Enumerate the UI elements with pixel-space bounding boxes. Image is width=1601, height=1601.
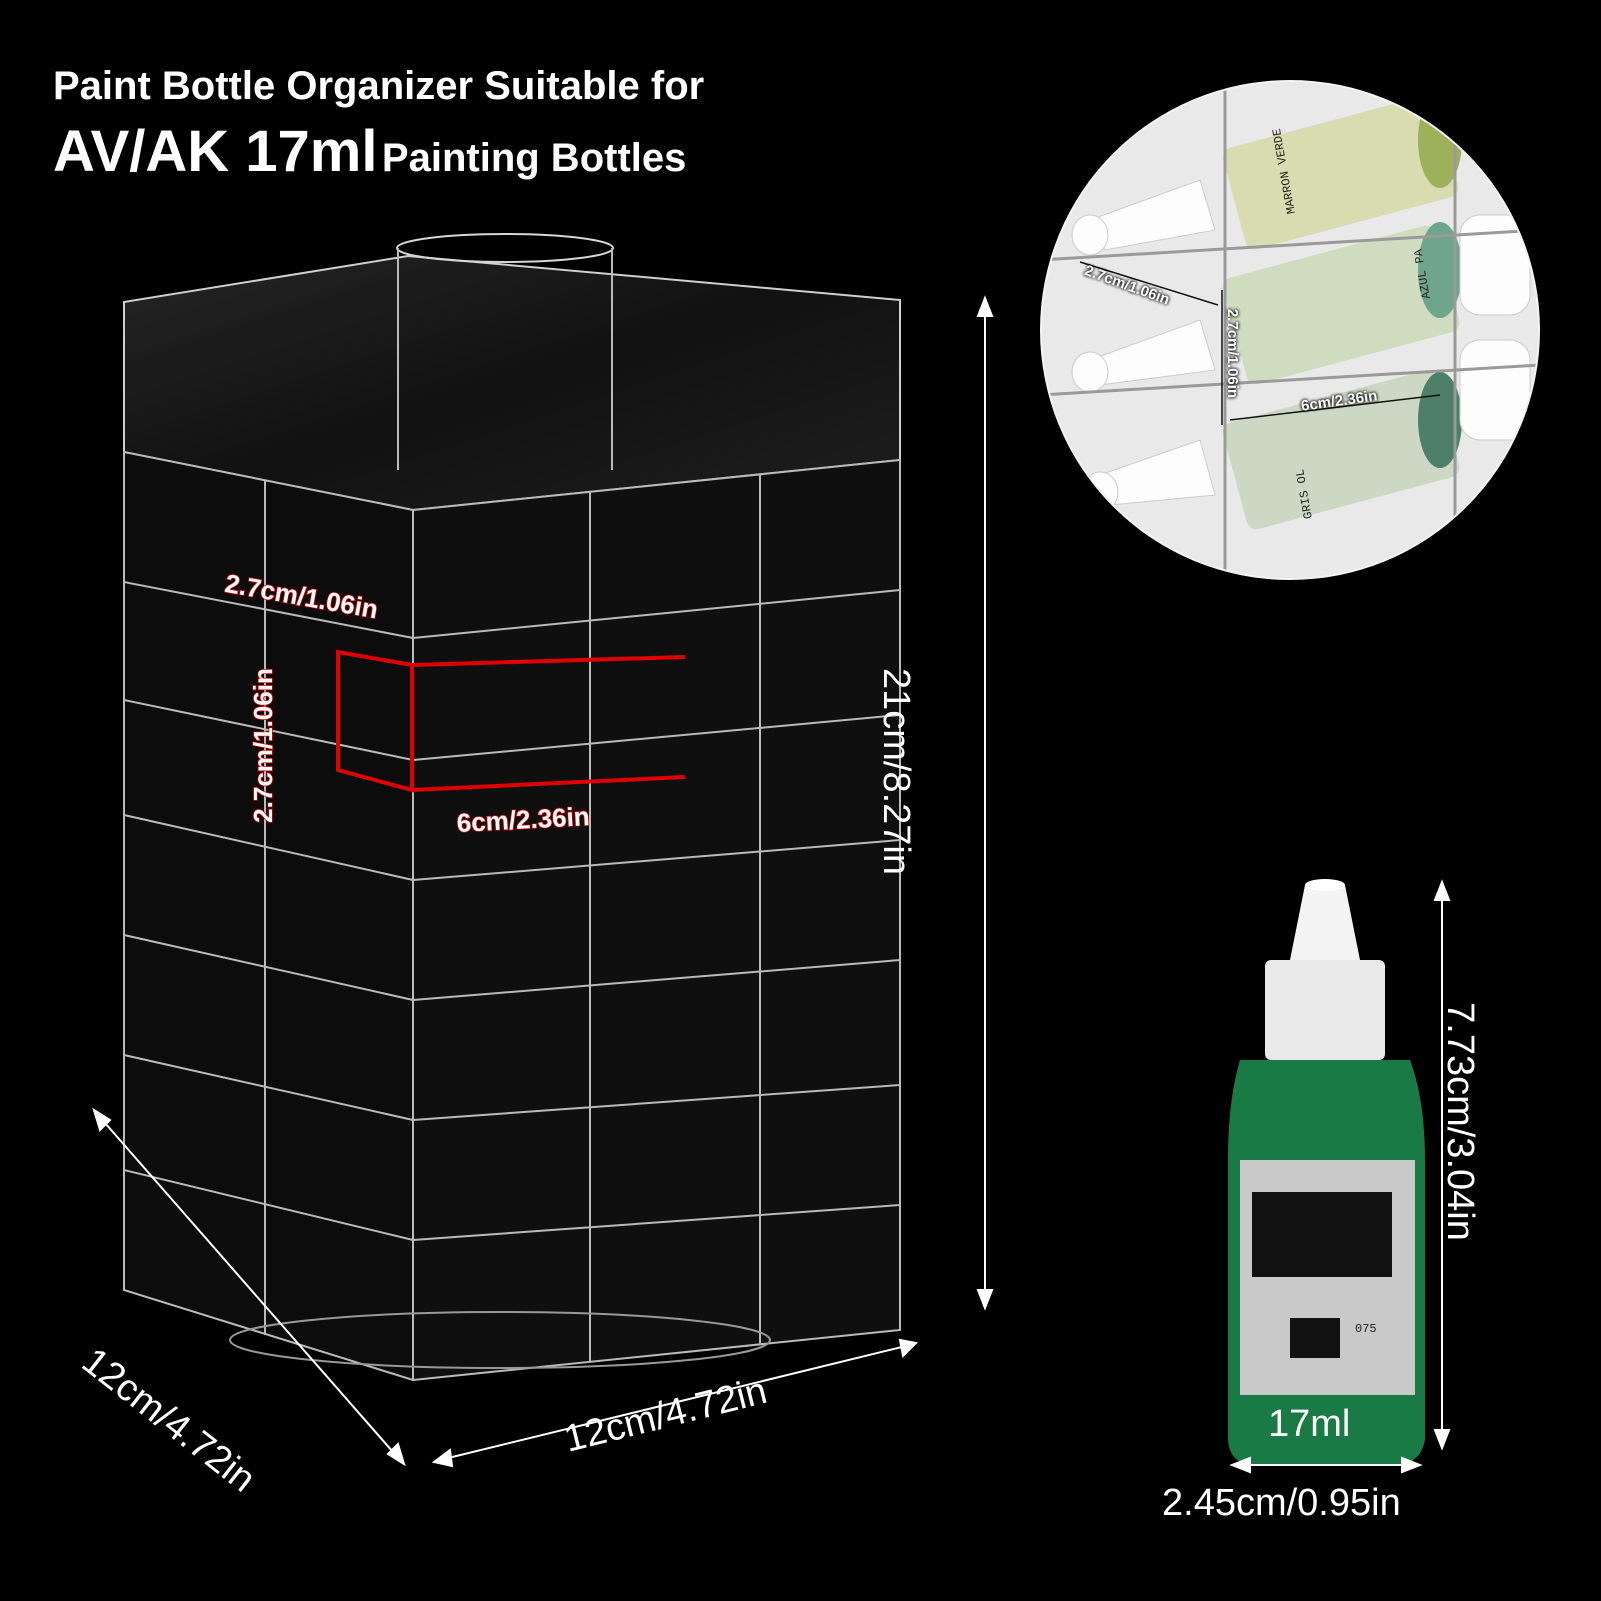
width-right-arrow (431, 1338, 919, 1468)
inset-bottle-tips (1071, 179, 1531, 513)
bottle-width-label: 2.45cm/0.95in (1162, 1482, 1401, 1524)
height-arrow (976, 295, 994, 1311)
headline-line-1: Paint Bottle Organizer Suitable for (53, 64, 705, 108)
bottle-volume-label: 17ml (1268, 1403, 1351, 1445)
bottle-width-arrow (1229, 1456, 1423, 1474)
bottle-height-arrow (1433, 879, 1451, 1451)
organizer-tower (123, 233, 901, 1382)
highlighted-slot (336, 649, 686, 793)
width-left-arrow (92, 1107, 406, 1467)
inset-slot-height-label: 2.7cm/1.06in (1224, 308, 1242, 399)
headline-line-2: AV/AK 17ml Painting Bottles (53, 118, 704, 185)
paint-bottle (1228, 879, 1425, 1465)
inset-bottle-2 (1223, 222, 1462, 385)
height-label: 21cm/8.27in (875, 667, 918, 876)
slot-height-label: 2.7cm/1.06in (247, 667, 279, 823)
headline-product-size: AV/AK 17ml (53, 119, 378, 184)
bottle-height-label: 7.73cm/3.04in (1438, 1002, 1481, 1241)
inset-closeup (1040, 80, 1540, 580)
headline-suffix: Painting Bottles (381, 136, 687, 180)
headline: Paint Bottle Organizer Suitable for AV/A… (53, 62, 704, 185)
bottle-code: 075 (1355, 1322, 1377, 1336)
